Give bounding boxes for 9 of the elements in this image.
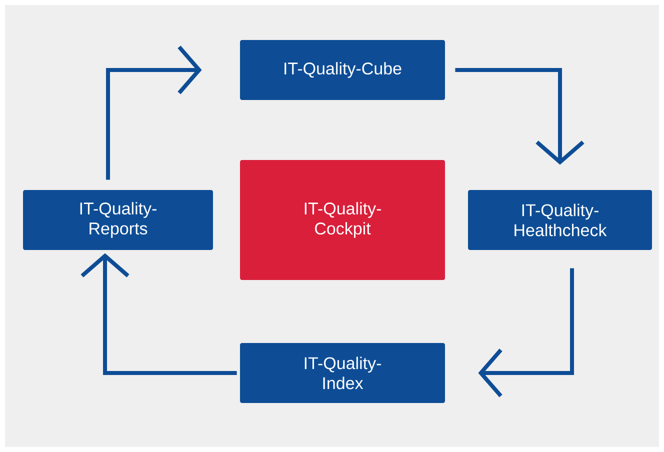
process-box: IT-Quality-Reports <box>23 190 213 250</box>
process-box: IT-Quality-Cockpit <box>240 160 445 280</box>
arrow <box>106 46 202 180</box>
arrow <box>478 268 574 398</box>
process-box: IT-Quality-Healthcheck <box>468 190 652 250</box>
arrow <box>80 253 237 375</box>
arrow <box>455 68 584 165</box>
process-box: IT-Quality-Cube <box>240 40 445 100</box>
process-box: IT-Quality-Index <box>240 342 445 403</box>
